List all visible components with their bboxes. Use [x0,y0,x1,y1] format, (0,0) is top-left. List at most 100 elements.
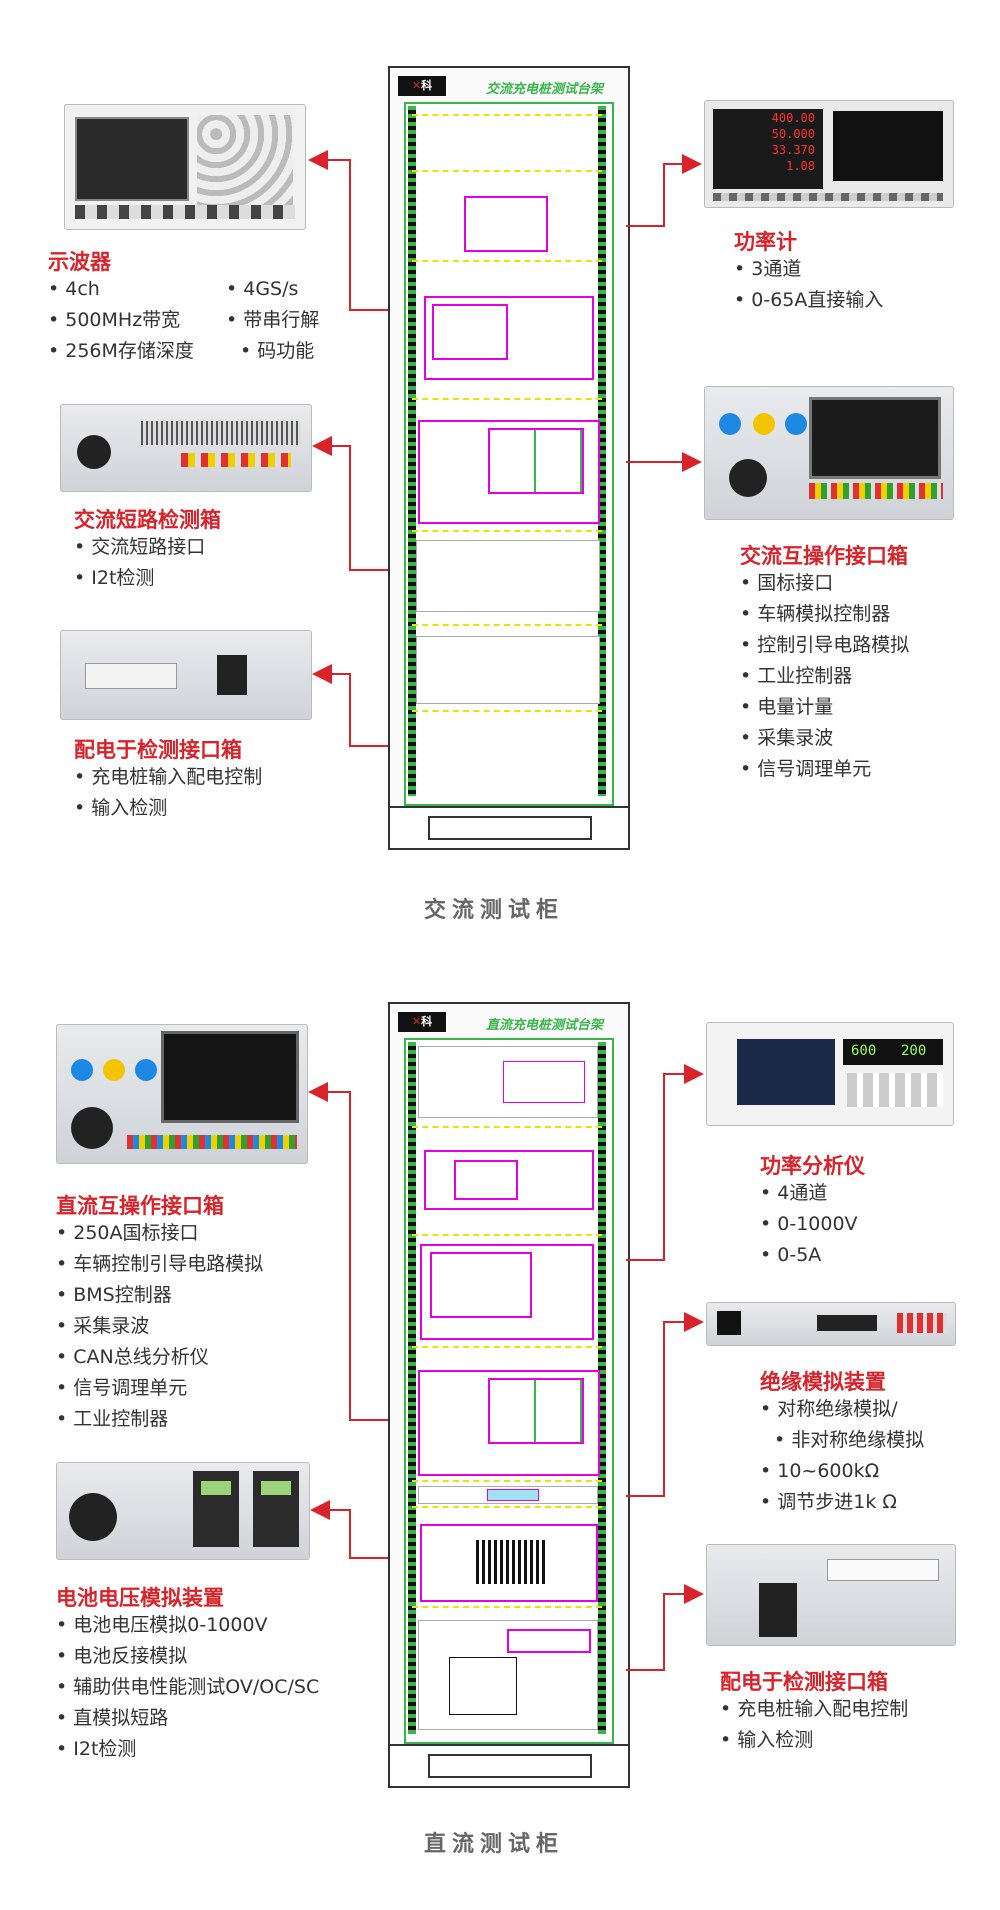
list-item: 充电桩输入配电控制 [720,1694,908,1725]
list-item: 10~600kΩ [760,1456,924,1487]
dc-cabinet-power-dist-slot [418,1620,598,1730]
list-item: I2t检测 [74,563,205,594]
list-item: 信号调理单元 [56,1373,263,1404]
oscilloscope-specs-right: 4GS/s 带串行解 码功能 [226,274,319,367]
dc-cabinet-base [388,1744,630,1788]
dc-interop-box-specs: 250A国标接口 车辆控制引导电路模拟 BMS控制器 采集录波 CAN总线分析仪… [56,1218,263,1435]
dc-cabinet-battery-sim-slot [420,1524,598,1602]
dc-interop-box-photo [56,1024,308,1164]
list-item: 工业控制器 [740,661,909,692]
dc-cabinet-title: 直流充电桩测试台架 [486,1018,604,1033]
list-item: 电池反接模拟 [56,1641,319,1672]
power-analyzer-reading: 200 [901,1043,927,1059]
list-item: 信号调理单元 [740,754,909,785]
list-item: 输入检测 [720,1725,908,1756]
list-item: 充电桩输入配电控制 [74,762,262,793]
list-item: BMS控制器 [56,1280,263,1311]
insulation-sim-specs: 对称绝缘模拟/ 非对称绝缘模拟 10~600kΩ 调节步进1k Ω [760,1394,924,1518]
list-item: 非对称绝缘模拟 [760,1425,924,1456]
power-analyzer-specs: 4通道 0-1000V 0-5A [760,1178,858,1271]
list-item: 电量计量 [740,692,909,723]
power-meter-reading: 1.08 [786,159,815,173]
power-meter-specs: 3通道 0-65A直接输入 [734,254,883,316]
ac-cabinet-interop-slot [418,420,600,524]
battery-sim-title: 电池电压模拟装置 [56,1586,224,1610]
dc-power-dist-box-photo [706,1544,956,1646]
ac-cabinet-power-meter-slot [464,196,548,252]
dc-power-dist-box-title: 配电于检测接口箱 [720,1670,888,1694]
list-item: I2t检测 [56,1734,319,1765]
dc-cabinet-insulation-slot [418,1486,598,1504]
connector-ac-short-circuit [312,436,388,571]
list-item: 250A国标接口 [56,1218,263,1249]
dc-cabinet-oscilloscope-slot [420,1244,594,1340]
dc-caption: 直流测试柜 [424,1832,565,1857]
list-item: 直模拟短路 [56,1703,319,1734]
oscilloscope-photo [64,104,306,230]
list-item: 500MHz带宽 [48,305,194,336]
dc-cabinet-top-slot [418,1046,598,1118]
ac-interop-box-title: 交流互操作接口箱 [740,544,908,568]
list-item: 国标接口 [740,568,909,599]
list-item: 车辆控制引导电路模拟 [56,1249,263,1280]
list-item: 交流短路接口 [74,532,205,563]
list-item: 0-5A [760,1240,858,1271]
list-item: 4通道 [760,1178,858,1209]
insulation-sim-photo [706,1302,956,1346]
list-item: 4ch [48,274,194,305]
dc-cabinet-logo: ✕科 [398,1012,446,1032]
power-analyzer-title: 功率分析仪 [760,1154,865,1178]
ac-cabinet-power-dist-slot [416,636,600,704]
ac-short-circuit-box-title: 交流短路检测箱 [74,508,221,532]
connector-power-analyzer [626,1064,704,1261]
connector-battery-sim [310,1500,388,1559]
list-item: 0-1000V [760,1209,857,1240]
ac-cabinet-base [388,806,630,850]
power-analyzer-photo: 600 200 [706,1022,954,1126]
power-meter-reading: 400.00 [771,111,815,125]
list-item: 采集录波 [56,1311,263,1342]
list-item: 256M存储深度 [48,336,194,367]
connector-oscilloscope [308,150,388,311]
list-item: 电池电压模拟0-1000V [56,1610,319,1641]
ac-connectors [308,150,702,747]
ac-cabinet-short-circuit-slot [416,540,600,612]
power-meter-reading: 50.000 [771,127,815,141]
oscilloscope-title: 示波器 [48,250,111,274]
list-item: 带串行解 [226,305,319,336]
list-item: 码功能 [226,336,319,367]
dc-cabinet-interop-slot [418,1370,600,1476]
ac-cabinet-logo: ✕科 [398,76,446,96]
list-item: 对称绝缘模拟/ [760,1394,924,1425]
connector-ac-power-dist [312,664,388,747]
ac-cabinet-oscilloscope-slot [424,296,594,380]
list-item: 输入检测 [74,793,262,824]
ac-power-dist-box-photo [60,630,312,720]
connector-dc-power-dist [626,1584,704,1671]
power-meter-reading: 33.370 [771,143,815,157]
battery-sim-specs: 电池电压模拟0-1000V 电池反接模拟 辅助供电性能测试OV/OC/SC 直模… [56,1610,319,1765]
battery-sim-photo [56,1462,310,1560]
connector-power-meter [626,154,702,227]
list-item: 控制引导电路模拟 [740,630,909,661]
connector-dc-interop [308,1082,388,1421]
ac-caption: 交流测试柜 [424,898,565,923]
dc-power-dist-box-specs: 充电桩输入配电控制 输入检测 [720,1694,908,1756]
list-item: 车辆模拟控制器 [740,599,909,630]
list-item: 调节步进1k Ω [760,1487,924,1518]
list-item: CAN总线分析仪 [56,1342,263,1373]
ac-interop-box-photo [704,386,954,520]
ac-short-circuit-box-specs: 交流短路接口 I2t检测 [74,532,205,594]
list-item: 4GS/s [226,274,319,305]
dc-connectors [308,1064,704,1671]
power-meter-title: 功率计 [734,230,797,254]
list-item: 采集录波 [740,723,909,754]
list-item: 工业控制器 [56,1404,263,1435]
power-meter-photo: 400.00 50.000 33.370 1.08 [704,100,954,208]
ac-short-circuit-box-photo [60,404,312,492]
list-item: 辅助供电性能测试OV/OC/SC [56,1672,319,1703]
connector-insulation-sim [626,1312,704,1497]
insulation-sim-title: 绝缘模拟装置 [760,1370,886,1394]
dc-cabinet-power-analyzer-slot [424,1150,594,1210]
dc-interop-box-title: 直流互操作接口箱 [56,1194,224,1218]
